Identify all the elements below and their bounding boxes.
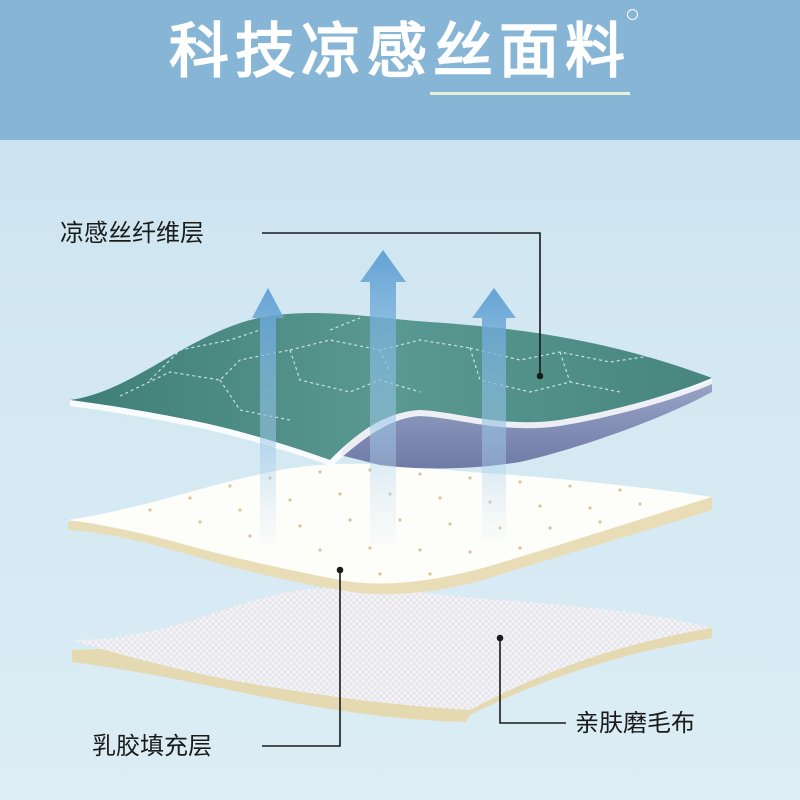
page-title: 科技凉感丝面料	[169, 17, 631, 87]
cooling-layer-leader	[262, 232, 541, 376]
upward-airflow-arrow-icon	[252, 250, 516, 545]
skin-layer-leader	[499, 638, 566, 724]
registered-mark-icon	[627, 9, 638, 20]
skin-fabric-layer	[72, 587, 712, 722]
leader-lines	[262, 232, 566, 747]
title-underline	[430, 92, 630, 95]
skin-fabric-layer-label: 亲肤磨毛布	[575, 709, 695, 737]
latex-filling-layer-label: 乳胶填充层	[92, 732, 212, 760]
cooling-fiber-layer-label: 凉感丝纤维层	[60, 219, 204, 247]
latex-layer-leader	[262, 570, 341, 747]
title-banner: 科技凉感丝面料	[0, 0, 800, 140]
